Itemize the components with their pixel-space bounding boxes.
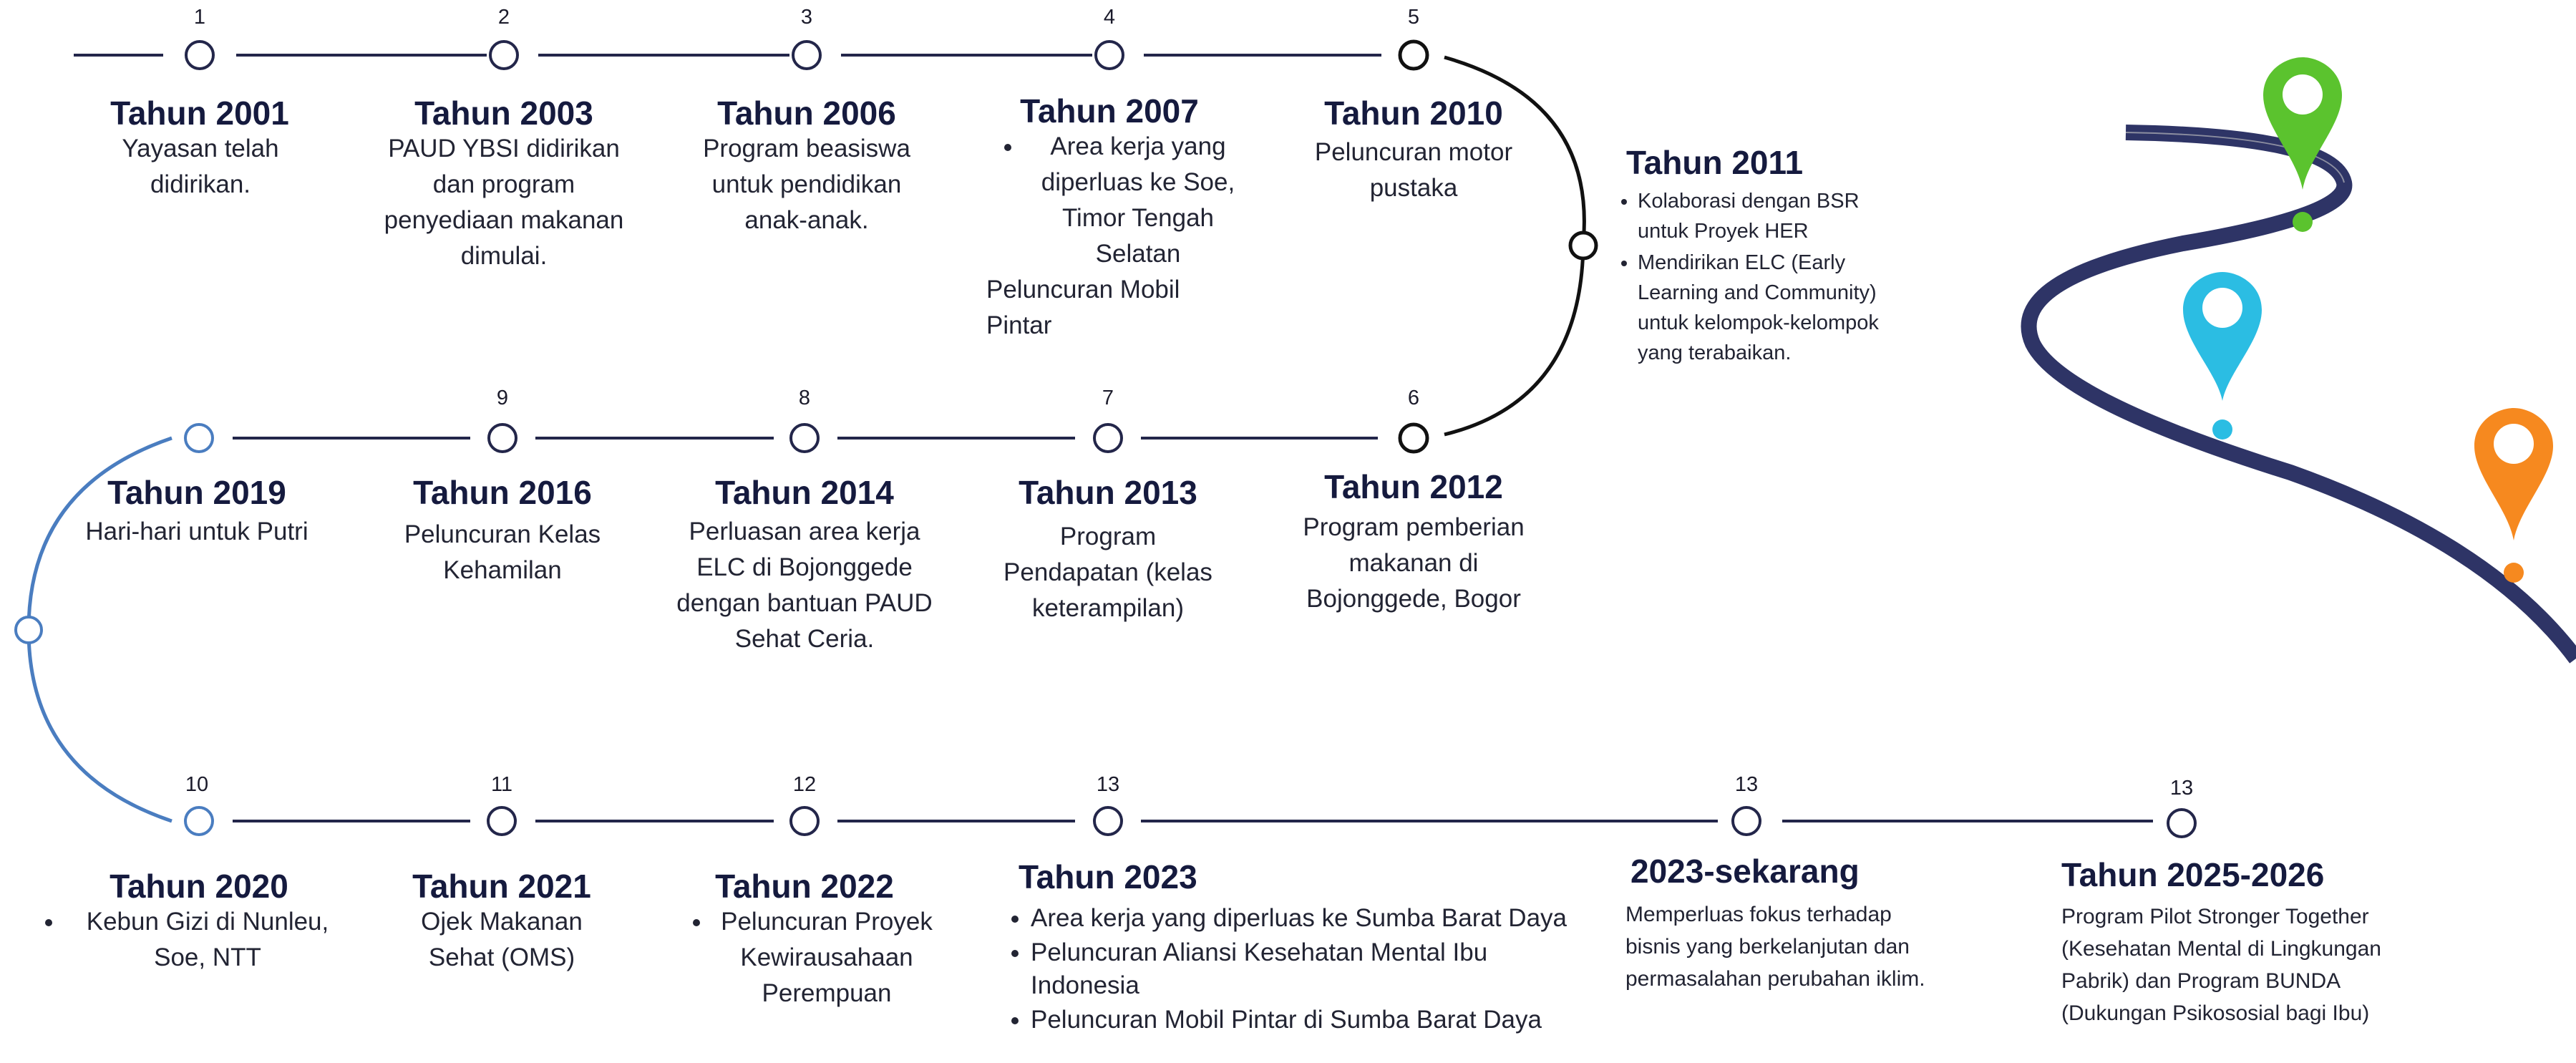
milestone-4-bullet: Area kerja yang diperluas ke Soe, Timor … — [1024, 129, 1253, 272]
milestone-2011-title: Tahun 2011 — [1626, 144, 1804, 181]
milestone-8-desc: Perluasan area kerja ELC di Bojonggede d… — [676, 518, 933, 653]
milestone-2011-list: Kolaborasi dengan BSR untuk Proyek HER M… — [1616, 186, 1895, 369]
milestone-13-bullet-1: Area kerja yang diperluas ke Sumba Barat… — [1031, 902, 1575, 935]
milestone-13-title: Tahun 2023 — [1019, 858, 1197, 895]
milestone-2-number: 2 — [497, 6, 510, 29]
milestone-10-title: Tahun 2020 — [110, 868, 288, 905]
milestone-15-desc: Program Pilot Stronger Together (Kesehat… — [2061, 905, 2381, 1025]
road-graphic — [2021, 125, 2576, 664]
milestone-13-list: Area kerja yang diperluas ke Sumba Barat… — [1009, 902, 1575, 1038]
milestone-10-list: Kebun Gizi di Nunleu, Soe, NTT — [43, 904, 351, 977]
milestone-9-title: Tahun 2016 — [413, 474, 592, 511]
milestone-11-desc: Ojek Makanan Sehat (OMS) — [421, 908, 583, 971]
milestone-10-number: 10 — [185, 773, 209, 796]
milestone-1-desc: Yayasan telah didirikan. — [122, 135, 279, 198]
milestone-6-number: 6 — [1407, 387, 1420, 409]
map-pin-icon-green — [2263, 57, 2342, 232]
milestone-2-desc: PAUD YBSI didirikan dan program penyedia… — [384, 135, 624, 270]
milestone-2-title: Tahun 2003 — [414, 94, 593, 132]
milestone-3-title: Tahun 2006 — [717, 94, 896, 132]
milestone-12-list: Peluncuran Proyek Kewirausahaan Perempua… — [691, 904, 941, 1013]
timeline-node-circles — [14, 39, 2197, 838]
milestone-5-number: 5 — [1407, 6, 1420, 29]
milestone-4-extra: Peluncuran Mobil Pintar — [986, 276, 1180, 339]
milestone-2011-bullet-1: Kolaborasi dengan BSR untuk Proyek HER — [1638, 186, 1895, 246]
milestone-4-list: Area kerja yang diperluas ke Soe, Timor … — [1002, 129, 1253, 273]
milestone-14-number: 13 — [1734, 773, 1759, 796]
milestone-8-title: Tahun 2014 — [715, 474, 894, 511]
map-pin-icon-orange — [2474, 408, 2553, 583]
map-pin-icon-blue — [2183, 272, 2262, 440]
milestone-12-bullet: Peluncuran Proyek Kewirausahaan Perempua… — [712, 904, 941, 1011]
milestone-15-title: Tahun 2025-2026 — [2061, 856, 2325, 893]
milestone-5-desc: Peluncuran motor pustaka — [1314, 138, 1513, 202]
milestone-11-number: 11 — [490, 773, 513, 796]
milestone-15-number: 13 — [2169, 777, 2194, 800]
milestone-13-number: 13 — [1096, 773, 1120, 796]
milestone-1-number: 1 — [193, 6, 206, 29]
milestone-10-bullet: Kebun Gizi di Nunleu, Soe, NTT — [64, 904, 351, 976]
milestone-4-title: Tahun 2007 — [1020, 92, 1199, 130]
milestone-2019-title: Tahun 2019 — [107, 474, 286, 511]
milestone-5-title: Tahun 2010 — [1324, 94, 1503, 132]
milestone-6-desc: Program pemberian makanan di Bojonggede,… — [1303, 513, 1525, 613]
milestone-4-number: 4 — [1103, 6, 1116, 29]
milestone-9-number: 9 — [496, 387, 509, 409]
milestone-12-title: Tahun 2022 — [715, 868, 894, 905]
milestone-7-desc: Program Pendapatan (kelas keterampilan) — [1003, 523, 1212, 622]
milestone-14-desc: Memperluas fokus terhadap bisnis yang be… — [1625, 903, 1925, 991]
milestone-13-bullet-2: Peluncuran Aliansi Kesehatan Mental Ibu … — [1031, 936, 1575, 1002]
milestone-11-title: Tahun 2021 — [412, 868, 591, 905]
milestone-6-title: Tahun 2012 — [1324, 468, 1503, 505]
milestone-3-desc: Program beasiswa untuk pendidikan anak-a… — [703, 135, 910, 234]
milestone-2011-bullet-2: Mendirikan ELC (Early Learning and Commu… — [1638, 248, 1895, 368]
milestone-1-title: Tahun 2001 — [110, 94, 289, 132]
milestone-8-number: 8 — [798, 387, 811, 409]
milestone-7-title: Tahun 2013 — [1019, 474, 1197, 511]
milestone-12-number: 12 — [792, 773, 817, 796]
milestone-7-number: 7 — [1102, 387, 1114, 409]
milestone-3-number: 3 — [800, 6, 813, 29]
milestone-2019-desc: Hari-hari untuk Putri — [85, 518, 308, 545]
milestone-9-desc: Peluncuran Kelas Kehamilan — [404, 520, 601, 584]
milestone-13-bullet-3: Peluncuran Mobil Pintar di Sumba Barat D… — [1031, 1004, 1575, 1037]
milestone-14-title: 2023-sekarang — [1630, 853, 1860, 890]
